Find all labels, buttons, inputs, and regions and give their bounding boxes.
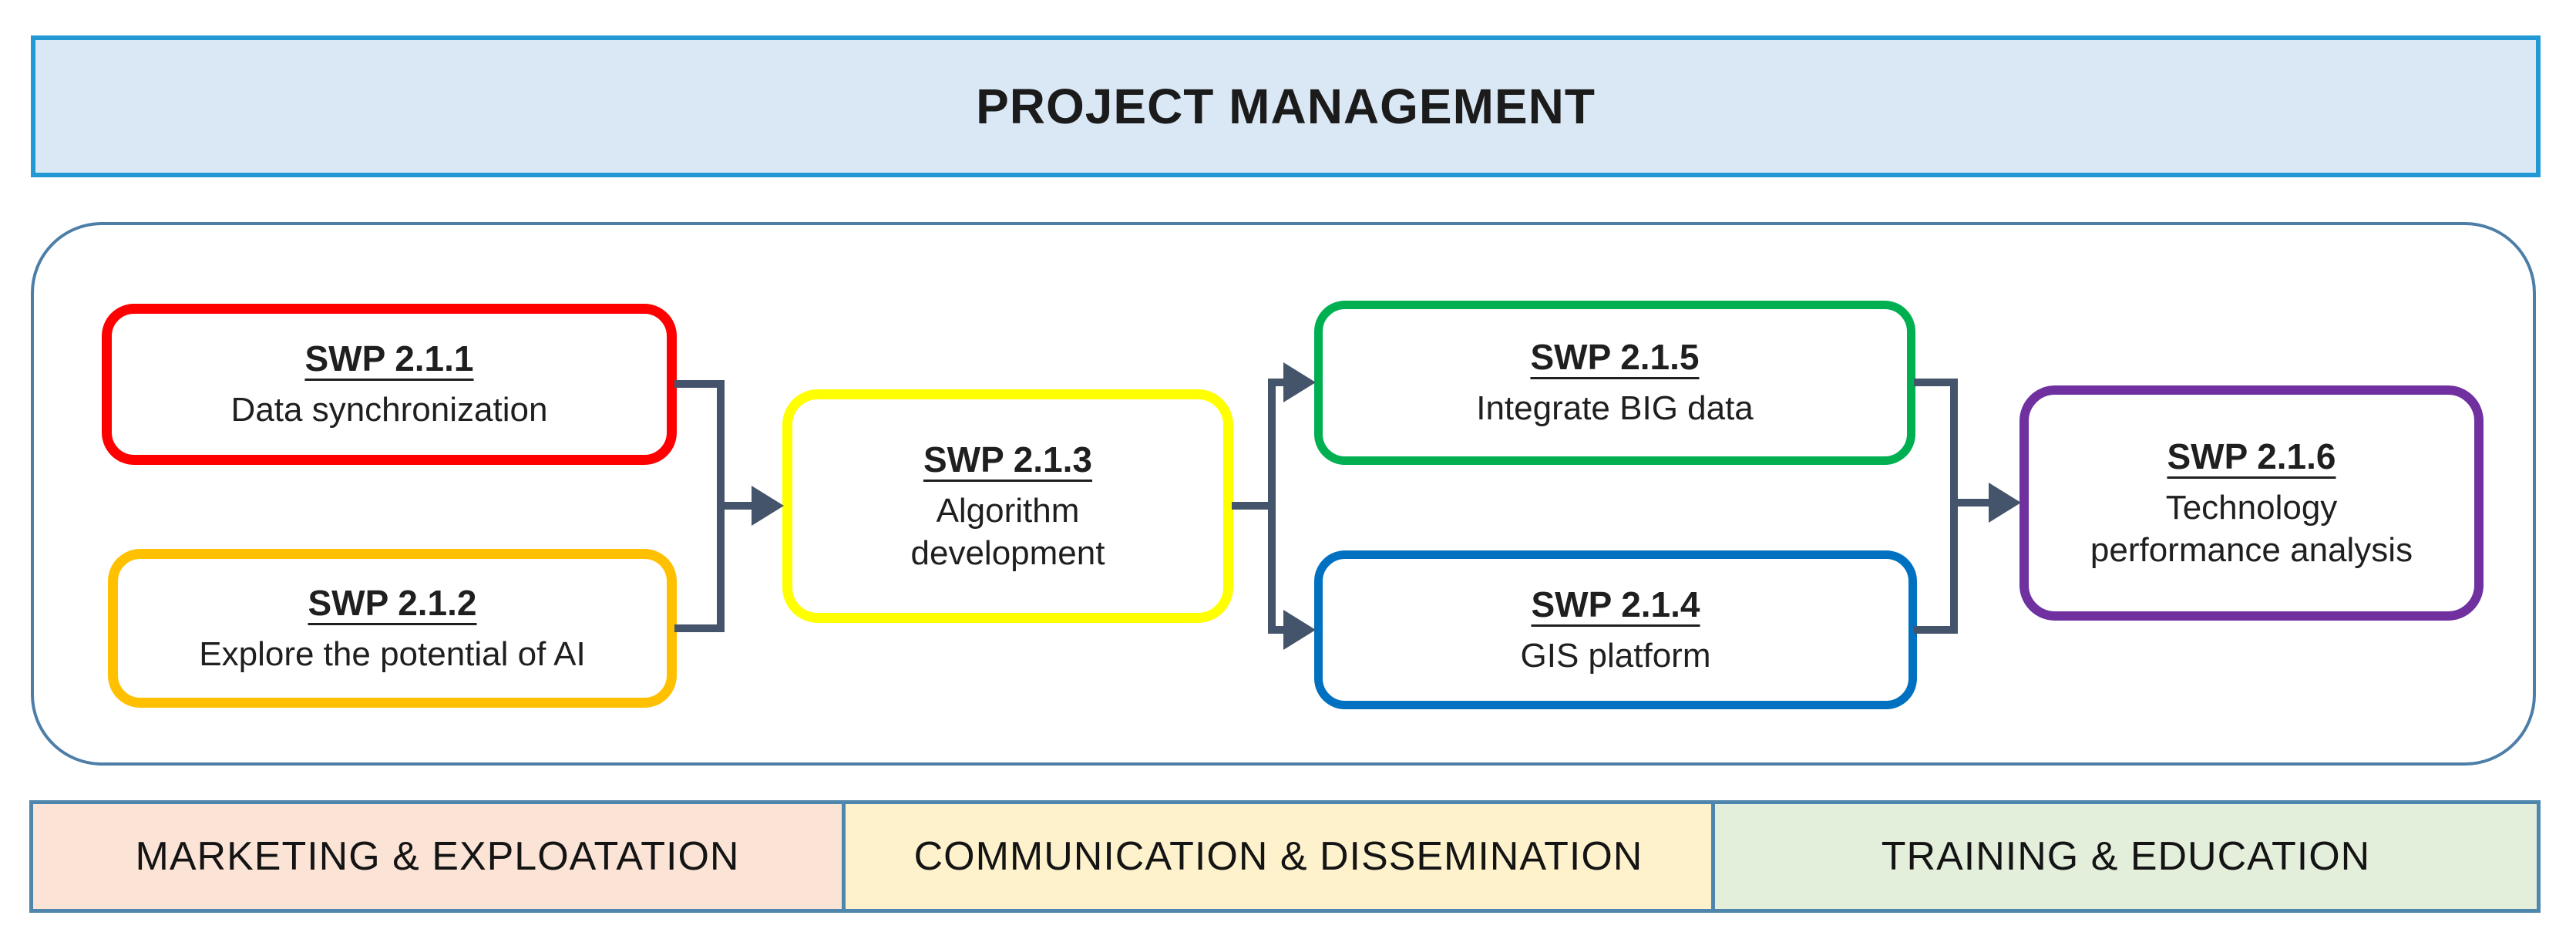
project-management-banner: PROJECT MANAGEMENT [31, 35, 2541, 177]
arrow-into-swp216-icon [1989, 483, 2021, 523]
swp-2-1-6-box: SWP 2.1.6 Technology performance analysi… [2019, 385, 2484, 621]
connector-swp212-out [674, 624, 721, 632]
banner-title: PROJECT MANAGEMENT [976, 79, 1596, 134]
footer-bar-marketing-label: MARKETING & EXPLOATATION [135, 834, 740, 879]
footer-bars: MARKETING & EXPLOATATION COMMUNICATION &… [29, 800, 2541, 913]
swp-2-1-4-title: SWP 2.1.4 [1531, 584, 1700, 624]
swp-2-1-6-label: Technology performance analysis [2090, 488, 2413, 569]
footer-bar-training-label: TRAINING & EDUCATION [1881, 834, 2371, 879]
swp-2-1-2-title: SWP 2.1.2 [308, 582, 477, 623]
swp-2-1-1-label: Data synchronization [230, 391, 548, 429]
connector-split-vertical [1268, 379, 1276, 634]
swp-2-1-5-box: SWP 2.1.5 Integrate BIG data [1314, 301, 1915, 465]
swp-2-1-6-title: SWP 2.1.6 [2167, 436, 2336, 476]
footer-bar-communication-label: COMMUNICATION & DISSEMINATION [913, 834, 1643, 879]
connector-swp211-out [674, 380, 721, 388]
swp-2-1-5-title: SWP 2.1.5 [1530, 337, 1700, 377]
footer-bar-training: TRAINING & EDUCATION [1711, 804, 2537, 909]
connector-swp214-out [1914, 626, 1958, 634]
connector-into-swp216-line [1950, 499, 1993, 507]
swp-2-1-2-box: SWP 2.1.2 Explore the potential of AI [108, 549, 677, 708]
footer-bar-communication: COMMUNICATION & DISSEMINATION [842, 804, 1711, 909]
connector-into-swp213-line [717, 502, 755, 510]
connector-into-swp214-line [1268, 626, 1287, 634]
swp-2-1-4-box: SWP 2.1.4 GIS platform [1314, 550, 1917, 709]
swp-2-1-4-label: GIS platform [1520, 636, 1711, 675]
swp-2-1-1-box: SWP 2.1.1 Data synchronization [102, 304, 677, 465]
arrow-into-swp214-icon [1283, 610, 1316, 650]
swp-2-1-3-box: SWP 2.1.3 Algorithm development [782, 389, 1233, 623]
swp-2-1-2-label: Explore the potential of AI [199, 634, 586, 673]
connector-swp215-out [1914, 379, 1958, 386]
swp-2-1-1-title: SWP 2.1.1 [304, 338, 474, 379]
swp-2-1-3-title: SWP 2.1.3 [923, 439, 1093, 480]
arrow-into-swp215-icon [1283, 362, 1316, 402]
arrow-into-swp213-icon [752, 486, 784, 526]
connector-swp213-out [1232, 502, 1276, 510]
swp-2-1-3-label: Algorithm development [910, 491, 1105, 572]
footer-bar-marketing: MARKETING & EXPLOATATION [33, 804, 842, 909]
swp-2-1-5-label: Integrate BIG data [1476, 389, 1754, 427]
connector-into-swp215-line [1268, 379, 1287, 386]
